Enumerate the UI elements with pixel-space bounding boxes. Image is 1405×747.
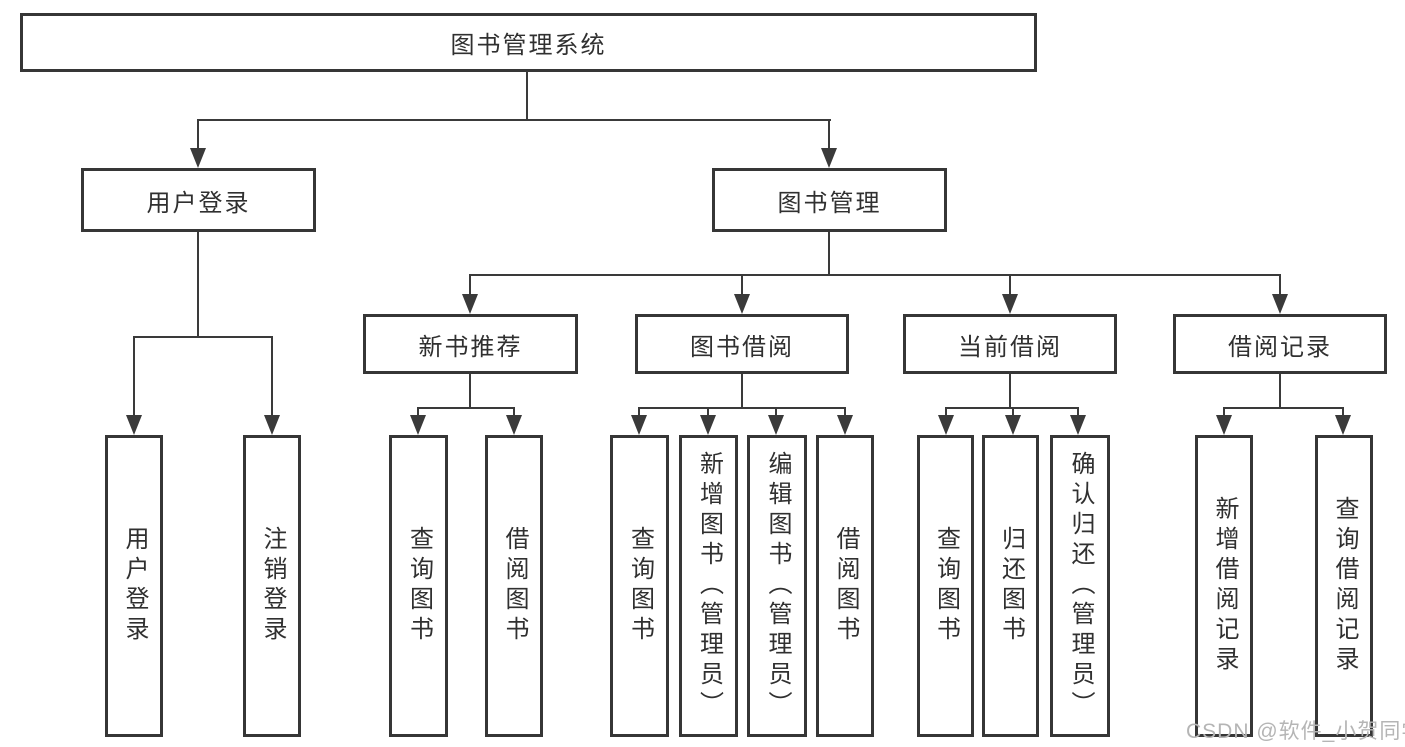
leaf-return-books-label: 归还图书: [997, 526, 1025, 646]
arrowhead-icon: [506, 415, 522, 435]
connector-line: [469, 274, 471, 298]
arrowhead-icon: [1272, 294, 1288, 314]
leaf-borrow-books-recommend: 借阅图书: [485, 435, 543, 737]
connector-line: [197, 119, 831, 121]
leaf-confirm-return-admin: 确认归还（管理员）: [1050, 435, 1110, 737]
leaf-logout: 注销登录: [243, 435, 301, 737]
arrowhead-icon: [837, 415, 853, 435]
connector-line: [945, 407, 947, 419]
connector-line: [775, 407, 777, 419]
node-book-borrow-label: 图书借阅: [690, 333, 794, 361]
leaf-edit-books-admin: 编辑图书（管理员）: [747, 435, 807, 737]
leaf-query-books-current: 查询图书: [917, 435, 974, 737]
connector-line: [469, 274, 1281, 276]
leaf-add-borrow-record: 新增借阅记录: [1195, 435, 1253, 737]
node-new-book-recommend-label: 新书推荐: [418, 333, 523, 361]
connector-line: [741, 374, 743, 409]
node-borrow-records: 借阅记录: [1173, 314, 1387, 374]
connector-line: [197, 119, 199, 152]
connector-line: [1279, 274, 1281, 298]
node-book-management: 图书管理: [712, 168, 947, 232]
node-current-borrow-label: 当前借阅: [958, 333, 1062, 361]
connector-line: [526, 71, 528, 121]
node-borrow-records-label: 借阅记录: [1228, 333, 1332, 361]
node-current-borrow: 当前借阅: [903, 314, 1117, 374]
leaf-query-borrow-record: 查询借阅记录: [1315, 435, 1373, 737]
connector-line: [638, 407, 846, 409]
leaf-confirm-return-admin-label: 确认归还（管理员）: [1067, 451, 1094, 721]
connector-line: [1009, 374, 1011, 409]
leaf-query-books-recommend: 查询图书: [389, 435, 448, 737]
connector-line: [1223, 407, 1225, 419]
connector-line: [844, 407, 846, 419]
connector-line: [828, 119, 830, 152]
arrowhead-icon: [700, 415, 716, 435]
leaf-query-books-borrow-label: 查询图书: [626, 526, 654, 646]
arrowhead-icon: [410, 415, 426, 435]
connector-line: [1009, 274, 1011, 298]
leaf-user-login: 用户登录: [105, 435, 163, 737]
connector-line: [1077, 407, 1079, 419]
arrowhead-icon: [1216, 415, 1232, 435]
connector-line: [707, 407, 709, 419]
connector-line: [828, 232, 830, 276]
node-book-management-label: 图书管理: [777, 189, 882, 217]
arrowhead-icon: [734, 294, 750, 314]
node-user-login-label: 用户登录: [146, 189, 251, 217]
leaf-add-borrow-record-label: 新增借阅记录: [1211, 496, 1238, 676]
arrowhead-icon: [462, 294, 478, 314]
leaf-borrow-books-label: 借阅图书: [832, 526, 859, 646]
node-user-login: 用户登录: [81, 168, 316, 232]
connector-line: [133, 336, 135, 419]
connector-line: [133, 336, 273, 338]
arrowhead-icon: [1002, 294, 1018, 314]
leaf-query-books-current-label: 查询图书: [932, 526, 960, 646]
arrowhead-icon: [190, 148, 206, 168]
leaf-logout-label: 注销登录: [259, 526, 286, 646]
leaf-query-borrow-record-label: 查询借阅记录: [1331, 496, 1358, 676]
connector-line: [469, 374, 471, 409]
arrowhead-icon: [1005, 415, 1021, 435]
connector-line: [1279, 374, 1281, 409]
connector-line: [417, 407, 419, 419]
arrowhead-icon: [631, 415, 647, 435]
node-book-borrow: 图书借阅: [635, 314, 849, 374]
connector-line: [1012, 407, 1014, 419]
connector-line: [417, 407, 515, 409]
leaf-user-login-label: 用户登录: [121, 526, 148, 646]
leaf-query-books-borrow: 查询图书: [610, 435, 669, 737]
leaf-return-books: 归还图书: [982, 435, 1039, 737]
node-root-label: 图书管理系统: [450, 32, 607, 59]
arrowhead-icon: [264, 415, 280, 435]
arrowhead-icon: [126, 415, 142, 435]
arrowhead-icon: [768, 415, 784, 435]
arrowhead-icon: [1070, 415, 1086, 435]
connector-line: [1342, 407, 1344, 419]
node-root: 图书管理系统: [20, 13, 1037, 72]
leaf-add-books-admin-label: 新增图书（管理员）: [695, 451, 723, 721]
arrowhead-icon: [938, 415, 954, 435]
arrowhead-icon: [821, 148, 837, 168]
connector-line: [197, 232, 199, 338]
connector-line: [945, 407, 1078, 409]
leaf-add-books-admin: 新增图书（管理员）: [679, 435, 738, 737]
leaf-borrow-books: 借阅图书: [816, 435, 874, 737]
arrowhead-icon: [1335, 415, 1351, 435]
leaf-edit-books-admin-label: 编辑图书（管理员）: [764, 451, 791, 721]
connector-line: [513, 407, 515, 419]
connector-line: [271, 336, 273, 419]
csdn-watermark: CSDN @软件_小贺同学: [1186, 720, 1405, 743]
leaf-borrow-books-recommend-label: 借阅图书: [501, 526, 528, 646]
connector-line: [741, 274, 743, 298]
leaf-query-books-recommend-label: 查询图书: [405, 526, 433, 646]
node-new-book-recommend: 新书推荐: [363, 314, 578, 374]
connector-line: [638, 407, 640, 419]
connector-line: [1223, 407, 1343, 409]
